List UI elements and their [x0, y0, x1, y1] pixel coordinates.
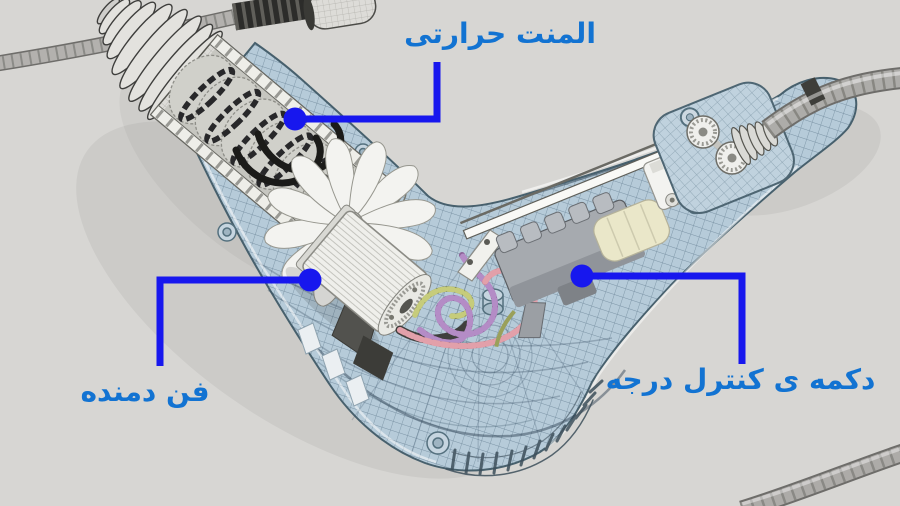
air-vents: [445, 379, 604, 477]
power-cord-right: [761, 67, 900, 139]
label-temperature-control-button: دکمه ی کنترل درجه: [605, 363, 876, 396]
capacitor: [593, 199, 670, 262]
cord-rollers: [686, 115, 749, 175]
callout-dot-heating-element: [283, 107, 307, 131]
callout-dot-temp-control: [570, 264, 594, 288]
label-blower-fan: فن دمنده: [80, 375, 210, 408]
power-cord-bottom-right: [739, 444, 900, 506]
callout-lines: [156, 62, 746, 366]
housing-fins: [297, 322, 370, 407]
cord-plug-top: [303, 0, 377, 31]
callout-line-temp-control: [582, 272, 746, 364]
callout-line-blower-fan: [156, 276, 310, 366]
callout-dot-blower-fan: [298, 268, 322, 292]
label-heating-element: المنت حرارتی: [404, 17, 596, 50]
callout-line-heating-element: [299, 62, 441, 123]
